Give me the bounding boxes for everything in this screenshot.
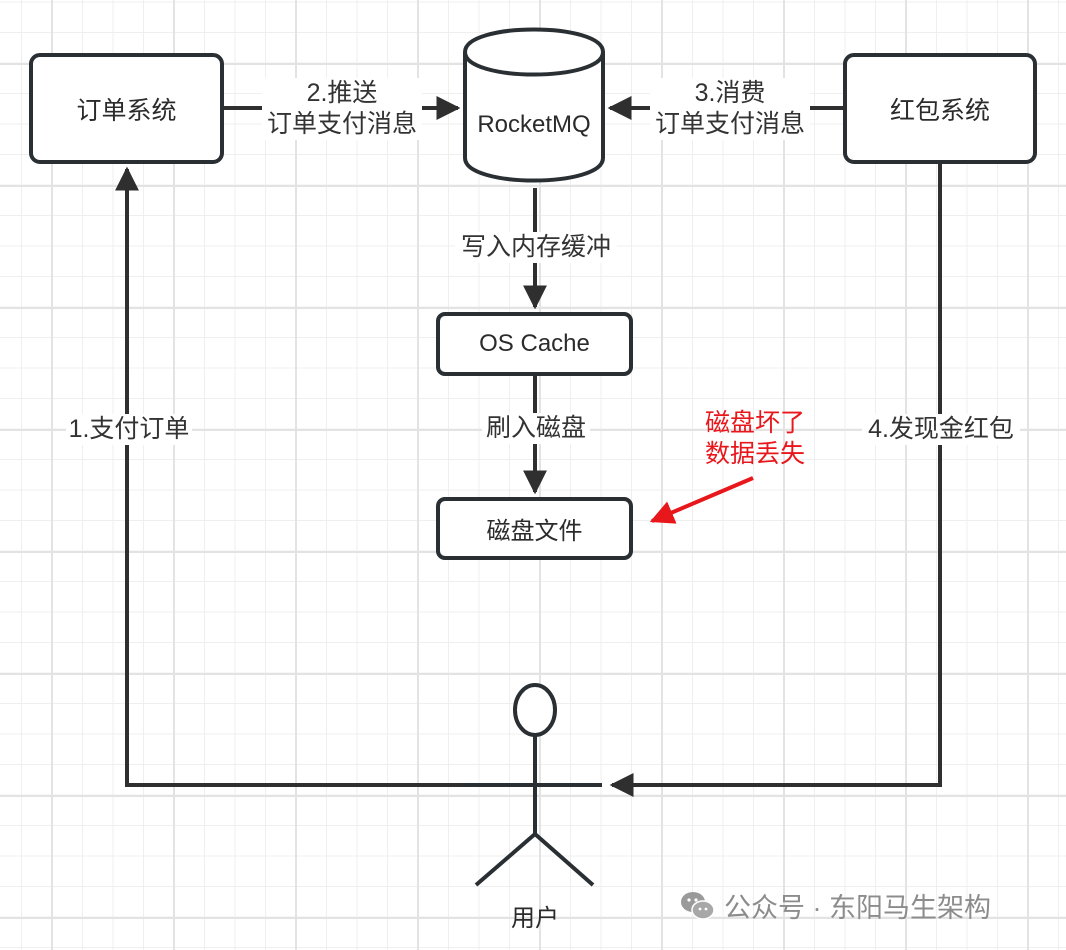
push-line1: 2.推送 bbox=[306, 79, 378, 107]
consume-line2: 订单支付消息 bbox=[654, 110, 805, 138]
edge-label-write-buffer: 写入内存缓冲 bbox=[455, 232, 617, 263]
edge-find-redpacket bbox=[609, 162, 942, 797]
order-system-label: 订单系统 bbox=[76, 96, 177, 125]
push-line2: 订单支付消息 bbox=[266, 110, 417, 138]
watermark: 公众号 · 东阳马生架构 bbox=[680, 886, 991, 925]
user-actor[interactable] bbox=[465, 683, 602, 887]
os-cache-label: OS Cache bbox=[479, 330, 590, 357]
disk-file-label: 磁盘文件 bbox=[486, 518, 583, 545]
edge-label-find-redpacket: 4.发现金红包 bbox=[862, 414, 1020, 445]
annotation-line1: 磁盘坏了 bbox=[704, 409, 805, 437]
edge-label-pay-order: 1.支付订单 bbox=[66, 414, 192, 445]
watermark-text: 公众号 · 东阳马生架构 bbox=[724, 893, 991, 923]
annotation-arrow bbox=[649, 476, 754, 524]
edge-label-consume: 3.消费 订单支付消息 bbox=[650, 78, 810, 140]
actor-leg-left bbox=[474, 832, 537, 887]
redpacket-system-label: 红包系统 bbox=[889, 96, 990, 125]
consume-line1: 3.消费 bbox=[694, 79, 766, 107]
disk-file-box[interactable] bbox=[436, 497, 633, 560]
actor-leg-right bbox=[533, 832, 595, 887]
rocketmq-cylinder-top bbox=[463, 51, 605, 77]
user-label: 用户 bbox=[511, 904, 559, 932]
rocketmq-cylinder[interactable] bbox=[463, 27, 605, 183]
edge-label-flush-disk: 刷入磁盘 bbox=[482, 413, 590, 444]
edge-pay-order bbox=[115, 166, 465, 787]
annotation-line2: 数据丢失 bbox=[704, 440, 805, 468]
wechat-icon bbox=[681, 891, 715, 920]
actor-head bbox=[513, 683, 557, 737]
rocketmq-label: RocketMQ bbox=[477, 111, 591, 138]
annotation-disk-broken: 磁盘坏了 数据丢失 bbox=[700, 408, 810, 470]
edge-label-push: 2.推送 订单支付消息 bbox=[262, 78, 422, 140]
